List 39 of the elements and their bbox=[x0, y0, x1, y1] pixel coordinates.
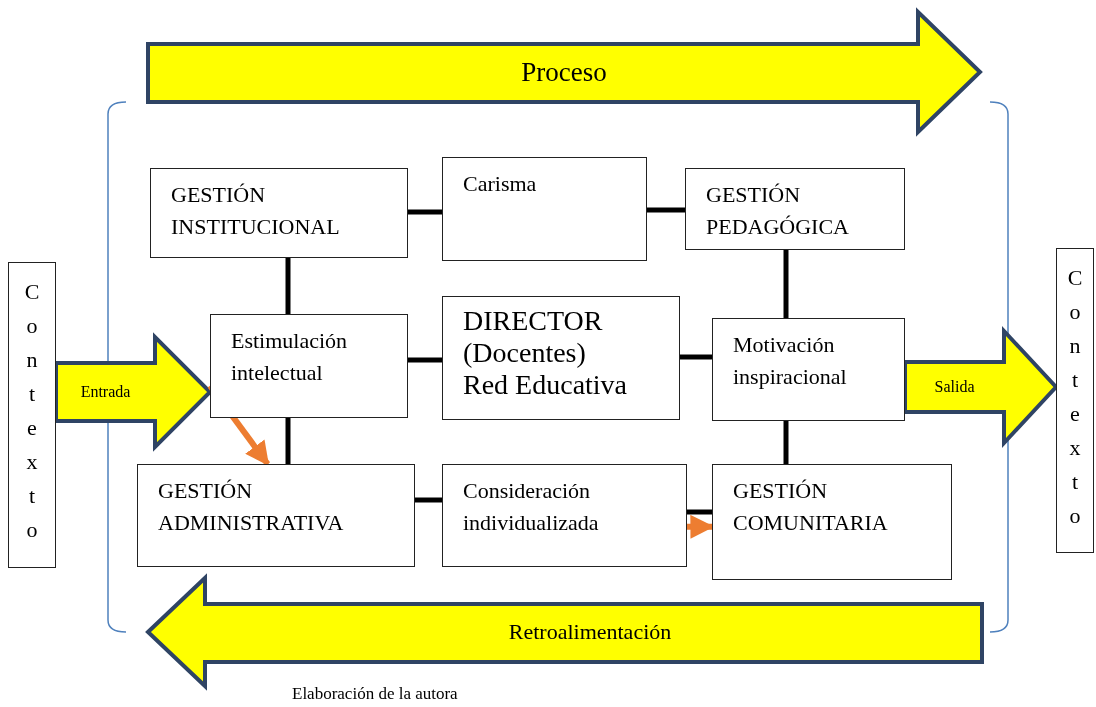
box-text: DIRECTOR (Docentes) Red Educativa bbox=[463, 305, 628, 401]
process-box bbox=[712, 464, 952, 580]
process-box bbox=[712, 318, 905, 421]
process-box bbox=[442, 464, 687, 567]
block-arrow bbox=[903, 325, 1059, 449]
connector-line bbox=[415, 497, 442, 503]
box-text: Estimulación intelectual bbox=[231, 328, 348, 385]
context-text: Contexto bbox=[1067, 264, 1083, 530]
arrow-label: Retroalimentación bbox=[508, 619, 672, 645]
context-box bbox=[1056, 248, 1094, 553]
box-text: GESTIÓN COMUNITARIA bbox=[733, 478, 888, 535]
connector-line bbox=[647, 207, 685, 213]
box-text: GESTIÓN ADMINISTRATIVA bbox=[158, 478, 344, 535]
connector-line bbox=[783, 421, 789, 464]
edge-label: Salida bbox=[934, 378, 975, 396]
process-box bbox=[150, 168, 408, 258]
edge-label: Entrada bbox=[80, 383, 131, 401]
arrow-label: Proceso bbox=[521, 56, 607, 88]
context-text: Contexto bbox=[24, 278, 40, 544]
process-box bbox=[137, 464, 415, 567]
process-box bbox=[442, 296, 680, 420]
block-arrow bbox=[54, 332, 213, 452]
connector-line bbox=[687, 509, 712, 515]
process-box bbox=[210, 314, 408, 418]
box-text: Consideración individualizada bbox=[463, 478, 599, 535]
connector-line bbox=[408, 209, 442, 215]
box-text: GESTIÓN INSTITUCIONAL bbox=[171, 182, 340, 239]
connector-line bbox=[783, 250, 789, 318]
connector-line bbox=[680, 354, 712, 360]
connector-line bbox=[285, 258, 291, 314]
connector-line bbox=[285, 418, 291, 464]
process-box bbox=[442, 157, 647, 261]
caption: Elaboración de la autora bbox=[292, 684, 458, 704]
box-text: GESTIÓN PEDAGÓGICA bbox=[706, 182, 849, 239]
process-box bbox=[685, 168, 905, 250]
box-text: Motivación inspiracional bbox=[733, 332, 847, 389]
connector-line bbox=[408, 357, 442, 363]
box-text: Carisma bbox=[463, 171, 537, 196]
context-box bbox=[8, 262, 56, 568]
